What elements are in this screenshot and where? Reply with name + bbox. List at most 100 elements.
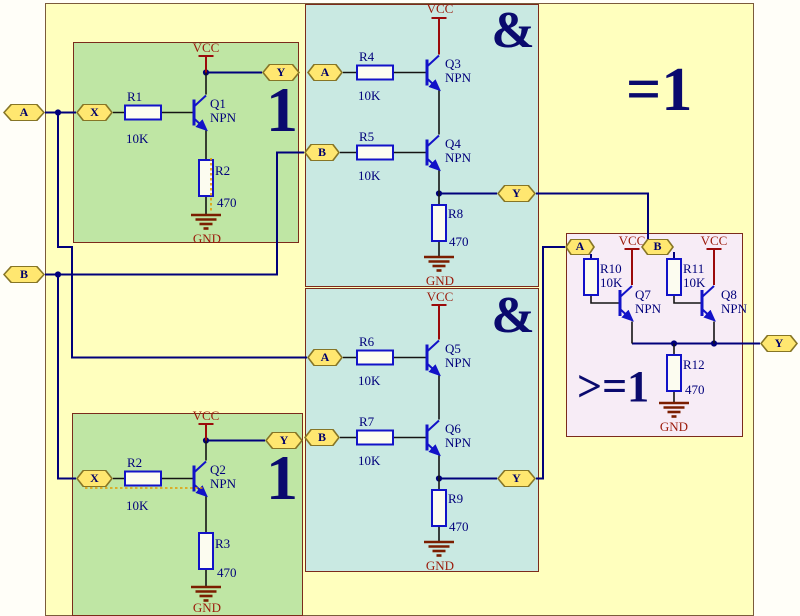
port-shape-fill — [5, 105, 43, 120]
port-label: X — [90, 471, 99, 485]
port-input-a[interactable]: A — [3, 104, 45, 121]
port-shape-fill — [567, 240, 593, 254]
port-and1-b[interactable]: B — [304, 144, 340, 161]
port-label: Y — [276, 65, 286, 79]
resistor-r5[interactable] — [356, 144, 394, 161]
and1-circuit: VCC GND R4 10K R5 10K R8 470 Q3 NPN Q4 N… — [340, 1, 535, 288]
and2-sheet-box[interactable] — [305, 288, 539, 572]
transistor-q3[interactable] — [427, 56, 439, 90]
r3-value: 470 — [217, 565, 237, 580]
r6-ref: R6 — [359, 334, 375, 349]
port-shape-fill — [643, 240, 672, 254]
not1-sheet-box[interactable] — [73, 42, 299, 243]
gnd-symbol[interactable] — [189, 585, 223, 602]
junction-dot — [54, 109, 62, 116]
wires — [45, 71, 760, 480]
resistor-r9[interactable] — [431, 489, 447, 527]
q6-type: NPN — [445, 435, 472, 450]
port-label: A — [19, 105, 29, 119]
q7-type: NPN — [635, 301, 662, 316]
resistor-r7[interactable] — [356, 429, 394, 446]
port-not1-y[interactable]: Y — [262, 64, 300, 81]
not2-pins[interactable] — [113, 440, 207, 588]
gnd-symbol[interactable] — [657, 401, 691, 418]
and1-pins[interactable] — [340, 71, 440, 258]
wire-b-to-and1[interactable] — [45, 151, 304, 276]
port-label: A — [320, 350, 330, 364]
resistor-r11[interactable] — [666, 258, 682, 296]
resistor-r6[interactable] — [356, 349, 394, 366]
transistor-q2[interactable] — [194, 462, 206, 496]
port-shape-fill — [264, 65, 298, 80]
gnd-symbol[interactable] — [422, 255, 456, 272]
vcc-label: VCC — [193, 408, 220, 423]
resistor-r2b[interactable] — [124, 470, 162, 487]
port-label: Y — [512, 186, 521, 200]
wire-a-to-and2[interactable] — [57, 112, 307, 359]
transistor-q6[interactable] — [427, 421, 439, 455]
port-and1-y[interactable]: Y — [497, 185, 536, 202]
r8-value: 470 — [449, 234, 469, 249]
not1-pins[interactable] — [113, 72, 207, 216]
r9-ref: R9 — [448, 491, 463, 506]
transistor-q4[interactable] — [427, 136, 439, 170]
transistor-q8[interactable] — [702, 286, 714, 320]
q5-type: NPN — [445, 355, 472, 370]
port-or1-b[interactable]: B — [641, 239, 674, 255]
q8-ref: Q8 — [721, 287, 737, 302]
transistor-q1[interactable] — [194, 96, 206, 130]
port-label: Y — [774, 336, 784, 350]
q3-ref: Q3 — [445, 56, 461, 71]
r5-ref: R5 — [359, 129, 374, 144]
port-and2-y[interactable]: Y — [497, 470, 536, 487]
port-not1-x[interactable]: X — [76, 104, 113, 121]
r10-ref: R10 — [600, 261, 622, 276]
gnd-label: GND — [660, 419, 688, 434]
port-output-y[interactable]: Y — [760, 335, 798, 352]
not2-circuit: VCC GND R2 10K R3 470 Q2 NPN 1 — [85, 408, 298, 615]
port-and2-b[interactable]: B — [304, 429, 340, 446]
port-input-b[interactable]: B — [3, 266, 45, 283]
r12-value: 470 — [685, 382, 705, 397]
transistor-q7[interactable] — [620, 286, 632, 320]
port-and2-a[interactable]: A — [307, 349, 343, 366]
or1-pins[interactable] — [590, 295, 715, 403]
port-label: B — [317, 430, 326, 444]
vcc-label: VCC — [193, 40, 220, 55]
port-shape-fill — [762, 336, 796, 351]
r3-ref: R3 — [215, 536, 230, 551]
port-or1-a[interactable]: A — [565, 239, 595, 255]
q1-type: NPN — [210, 110, 237, 125]
xor-gate-symbol: =1 — [626, 56, 692, 124]
gnd-symbol[interactable] — [189, 213, 223, 230]
and1-sheet-box[interactable] — [305, 4, 539, 287]
gnd-symbol[interactable] — [422, 540, 456, 557]
not1-circuit: VCC GND R1 10K R2 470 Q1 NPN 1 — [113, 40, 298, 246]
r12-ref: R12 — [683, 357, 705, 372]
r1-value: 10K — [126, 131, 149, 146]
resistor-r3[interactable] — [198, 532, 214, 570]
r7-value: 10K — [358, 453, 381, 468]
vcc-label: VCC — [619, 233, 646, 248]
wire-b-to-not2[interactable] — [57, 274, 76, 480]
resistor-r8[interactable] — [431, 204, 447, 242]
and2-gate-symbol: & — [491, 287, 534, 344]
r1-ref: R1 — [127, 89, 142, 104]
resistor-r12[interactable] — [666, 354, 682, 392]
port-not2-x[interactable]: X — [76, 470, 113, 487]
resistor-r10[interactable] — [583, 258, 599, 296]
and2-pins[interactable] — [340, 356, 440, 543]
port-shape-fill — [306, 430, 338, 445]
not2-gate-symbol: 1 — [266, 442, 298, 513]
resistor-r4[interactable] — [356, 64, 394, 81]
port-not2-y[interactable]: Y — [265, 432, 303, 449]
and1-gate-symbol: & — [491, 2, 534, 59]
wire-and2-to-or-a[interactable] — [536, 246, 565, 480]
transistor-q5[interactable] — [427, 341, 439, 375]
resistor-r1[interactable] — [124, 104, 162, 121]
port-and1-a[interactable]: A — [307, 64, 343, 81]
wire-and1-to-or-b[interactable] — [536, 192, 649, 244]
port-label: B — [317, 145, 326, 159]
q1-ref: Q1 — [210, 96, 226, 111]
